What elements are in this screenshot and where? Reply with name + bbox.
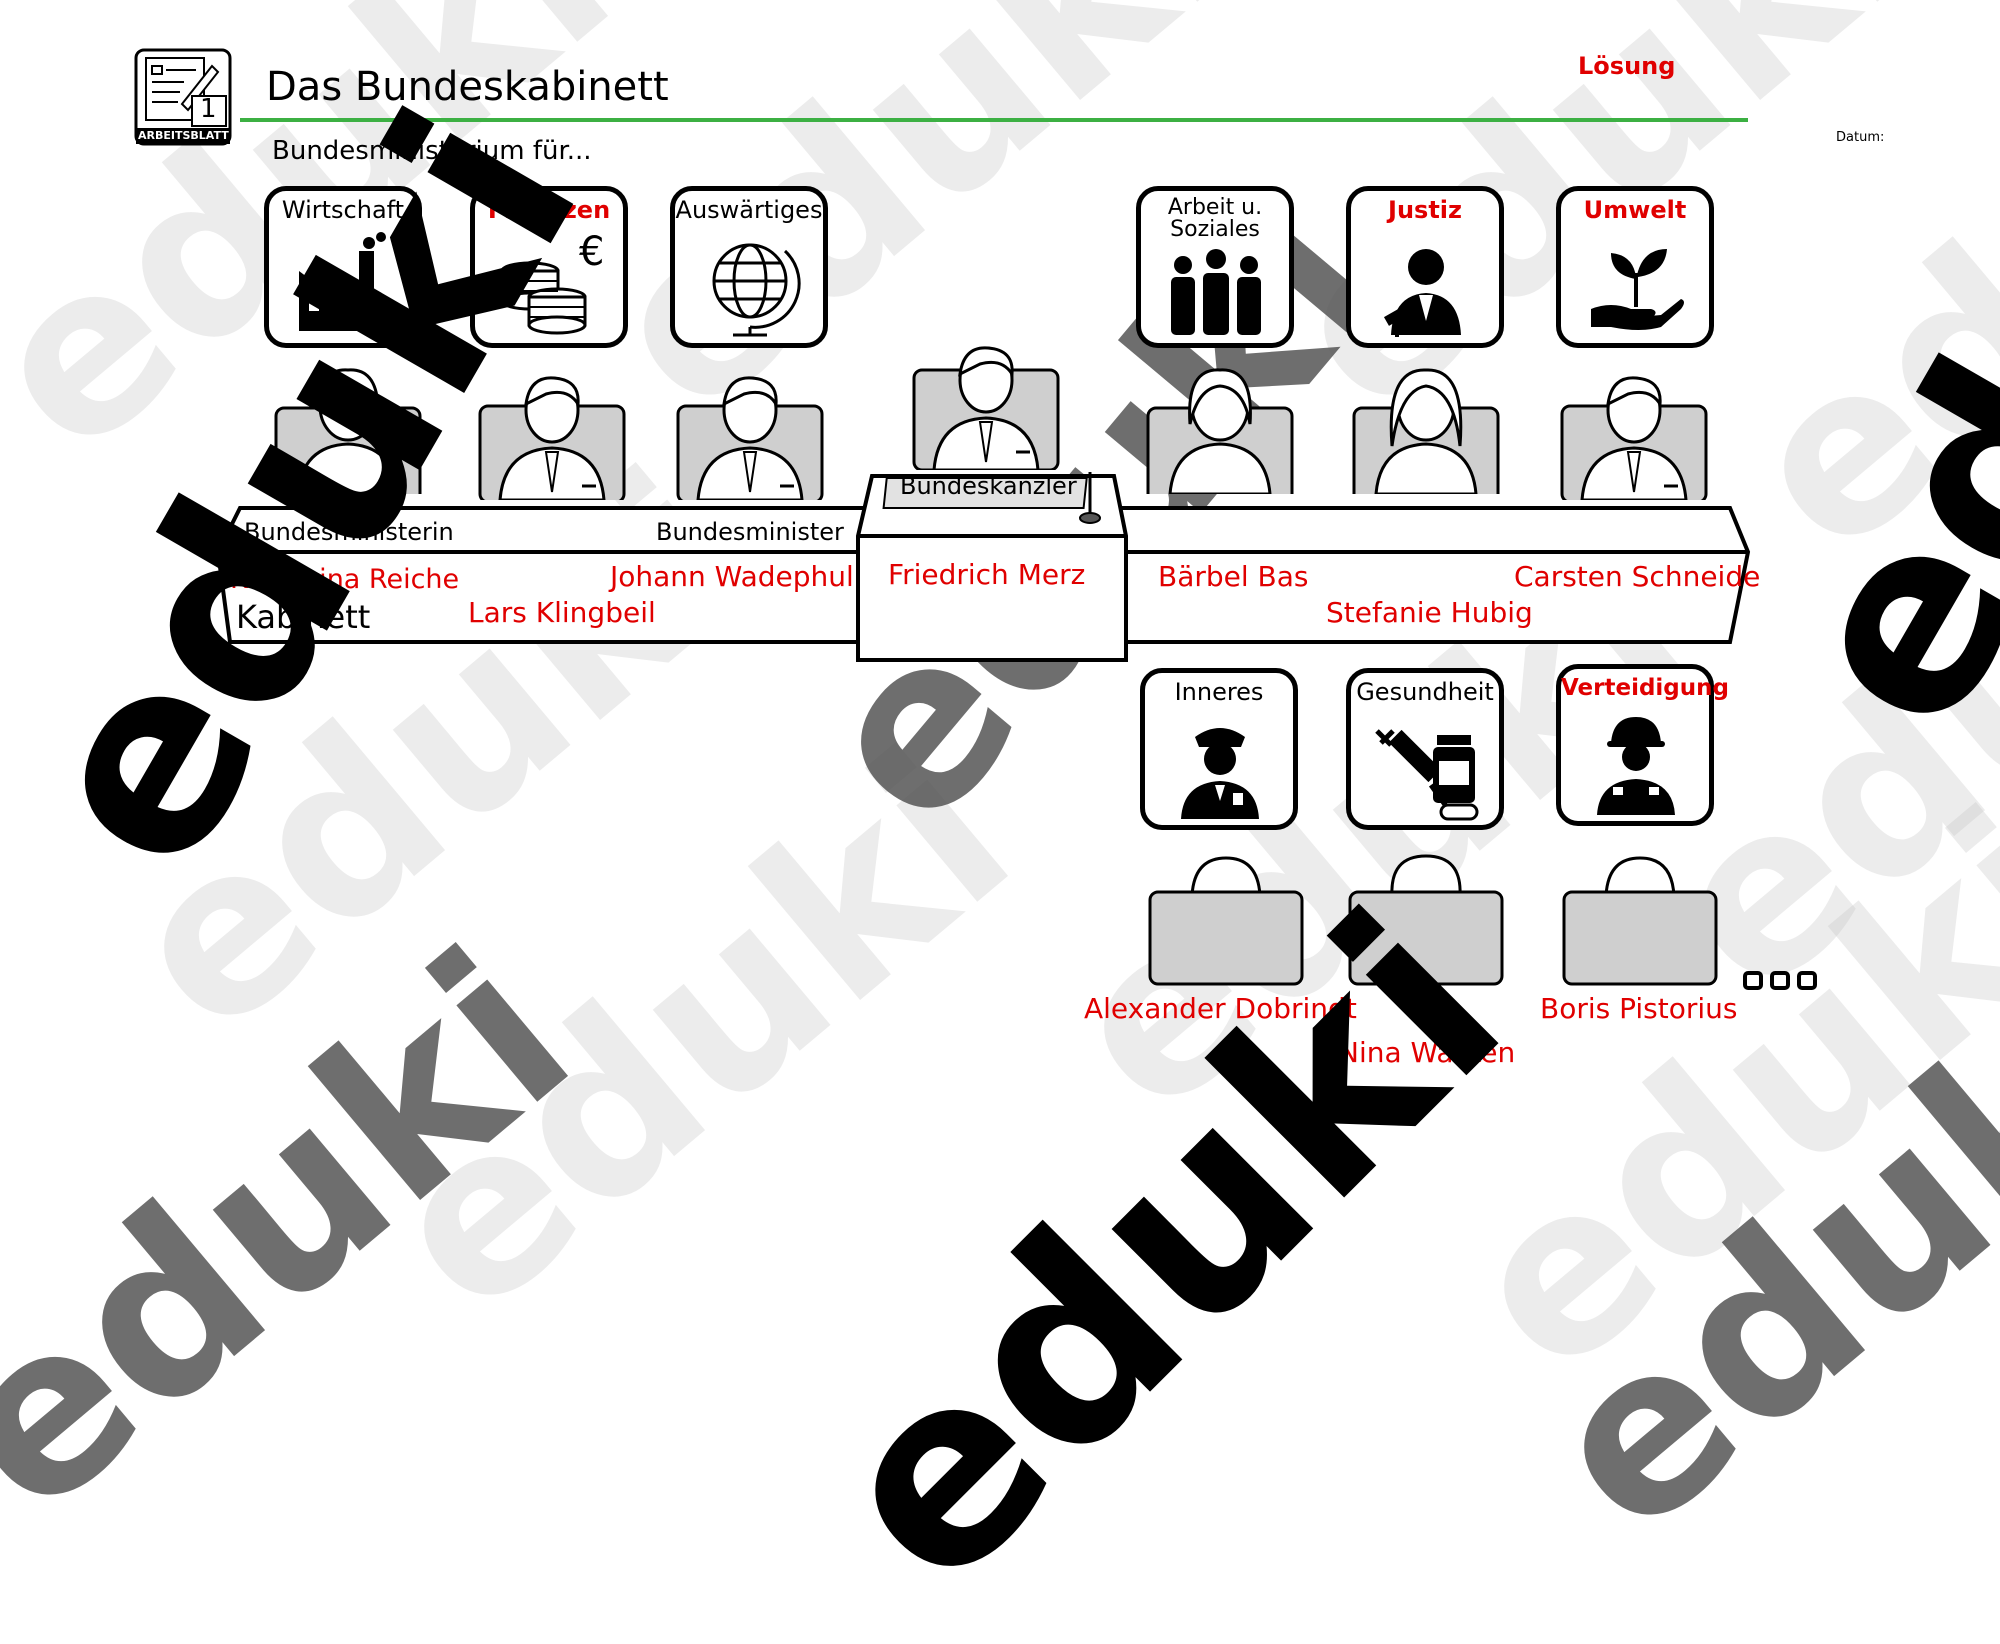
coins-euro-icon: €: [500, 231, 604, 335]
people-group-icon: [1171, 249, 1261, 335]
police-icon: [1181, 728, 1259, 819]
name-klingbeil: Lars Klingbeil: [468, 596, 656, 629]
page-title: Das Bundeskabinett: [266, 64, 669, 110]
ministry-card-auswaertiges: Auswärtiges: [670, 186, 828, 348]
ministry-card-umwelt: Umwelt: [1556, 186, 1714, 348]
ministry-label: Justiz: [1388, 196, 1462, 224]
table-label-male: Bundesminister: [656, 518, 844, 546]
syringe-medicine-icon: [1375, 729, 1479, 821]
table-label-female: Bundesministerin: [244, 518, 454, 546]
person-reiche: [274, 368, 422, 494]
ministry-card-inneres: Inneres: [1140, 668, 1298, 830]
watermark: eduki: [1731, 0, 2000, 778]
sheet-number: 1: [200, 94, 217, 124]
ministry-label: Finanzen: [487, 196, 611, 224]
person-schneider: [1560, 376, 1708, 500]
date-label: Datum:: [1836, 130, 1885, 145]
ministry-label: Auswärtiges: [675, 196, 823, 224]
name-schneider: Carsten Schneide: [1514, 560, 1761, 593]
judge-icon: [1383, 249, 1461, 337]
title-rule: [240, 118, 1748, 122]
name-wadephul: Johann Wadephul: [610, 560, 854, 593]
ministry-card-gesundheit: Gesundheit: [1346, 668, 1504, 830]
ministry-label: Wirtschaft: [281, 196, 405, 224]
factory-icon: [299, 232, 386, 331]
globe-icon: [712, 243, 801, 337]
ministry-label: Inneres: [1174, 678, 1264, 706]
table-label-chancellor: Bundeskanzler: [900, 472, 1077, 500]
name-hubig: Stefanie Hubig: [1326, 596, 1533, 629]
plant-hand-icon: [1591, 249, 1684, 330]
person-hubig: [1352, 368, 1500, 494]
svg-text:€: €: [579, 231, 604, 275]
ministry-card-justiz: Justiz: [1346, 186, 1504, 348]
sheet-label: ARBEITSBLATT: [138, 129, 229, 142]
name-reiche: Katherina Reiche: [230, 564, 460, 595]
table-label-cabinet: Kabinett: [236, 598, 371, 636]
name-bas: Bärbel Bas: [1158, 560, 1309, 593]
person-pistorius: [1562, 856, 1718, 986]
ministry-label: Gesundheit: [1356, 678, 1494, 706]
ministry-label: Umwelt: [1583, 196, 1687, 224]
soldier-icon: [1597, 717, 1675, 815]
ministry-card-finanzen: Finanzen €: [470, 186, 628, 348]
chancellor-desk: [856, 472, 1128, 662]
person-merz: [912, 346, 1060, 470]
watermark: eduki: [0, 901, 619, 1566]
ministry-label: Verteidigung: [1561, 675, 1729, 701]
worksheet-icon: 1 ARBEITSBLATT: [134, 48, 232, 146]
person-dobrindt: [1148, 856, 1304, 986]
person-warken: [1348, 854, 1504, 986]
ministry-card-wirtschaft: Wirtschaft: [264, 186, 422, 348]
watermark: eduki: [337, 701, 1059, 1366]
name-warken: Nina Warken: [1338, 1036, 1516, 1069]
person-wadephul: [676, 376, 824, 500]
ministry-card-arbeit-soziales: Arbeit u. Soziales: [1136, 186, 1294, 348]
person-bas: [1146, 368, 1294, 494]
ministry-label: Arbeit u. Soziales: [1167, 195, 1263, 242]
ministry-card-verteidigung: Verteidigung: [1556, 664, 1729, 826]
name-pistorius: Boris Pistorius: [1540, 992, 1738, 1025]
subtitle: Bundesministerium für...: [272, 136, 592, 166]
person-klingbeil: [478, 376, 626, 500]
more-dots-icon: [1743, 971, 1817, 990]
name-dobrindt: Alexander Dobrindt: [1084, 992, 1357, 1025]
solution-label: Lösung: [1578, 52, 1676, 80]
name-merz: Friedrich Merz: [888, 558, 1086, 591]
